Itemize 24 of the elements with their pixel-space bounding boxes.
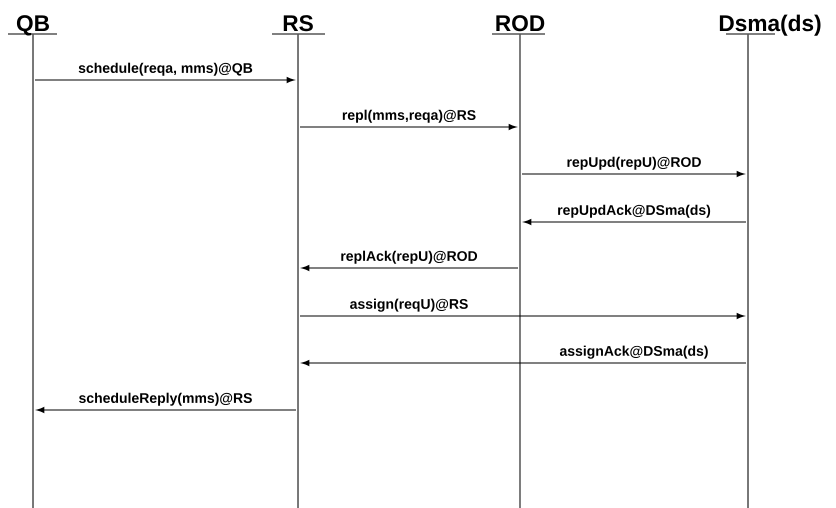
message-arrow [35,77,294,83]
message-arrow [36,407,296,413]
message-label: schedule(reqa, mms)@QB [76,61,254,78]
lifeline [297,34,299,508]
participant-name: RS [284,15,313,32]
message-arrow [300,124,516,130]
participant-name: Dsma(ds) [720,14,820,36]
message-label: replAck(repU)@ROD [339,249,479,266]
message-label: repUpdAck@DSma(ds) [556,203,712,220]
message-label: repUpd(repU)@ROD [565,155,703,172]
participant-name: ROD [496,15,544,32]
message-arrow [302,360,746,366]
message-arrow [522,171,744,177]
message-arrow [302,265,518,271]
message-label: assign(reqU)@RS [348,297,470,314]
lifeline [747,34,749,508]
message-label: scheduleReply(mms)@RS [77,391,254,408]
message-arrow [524,219,746,225]
message-label: repl(mms,reqa)@RS [340,108,478,124]
participant-name: QB [16,15,49,36]
message-label: assignAck@DSma(ds) [558,344,710,360]
lifeline [32,34,34,508]
lifeline [519,34,521,508]
message-arrow [300,313,744,319]
